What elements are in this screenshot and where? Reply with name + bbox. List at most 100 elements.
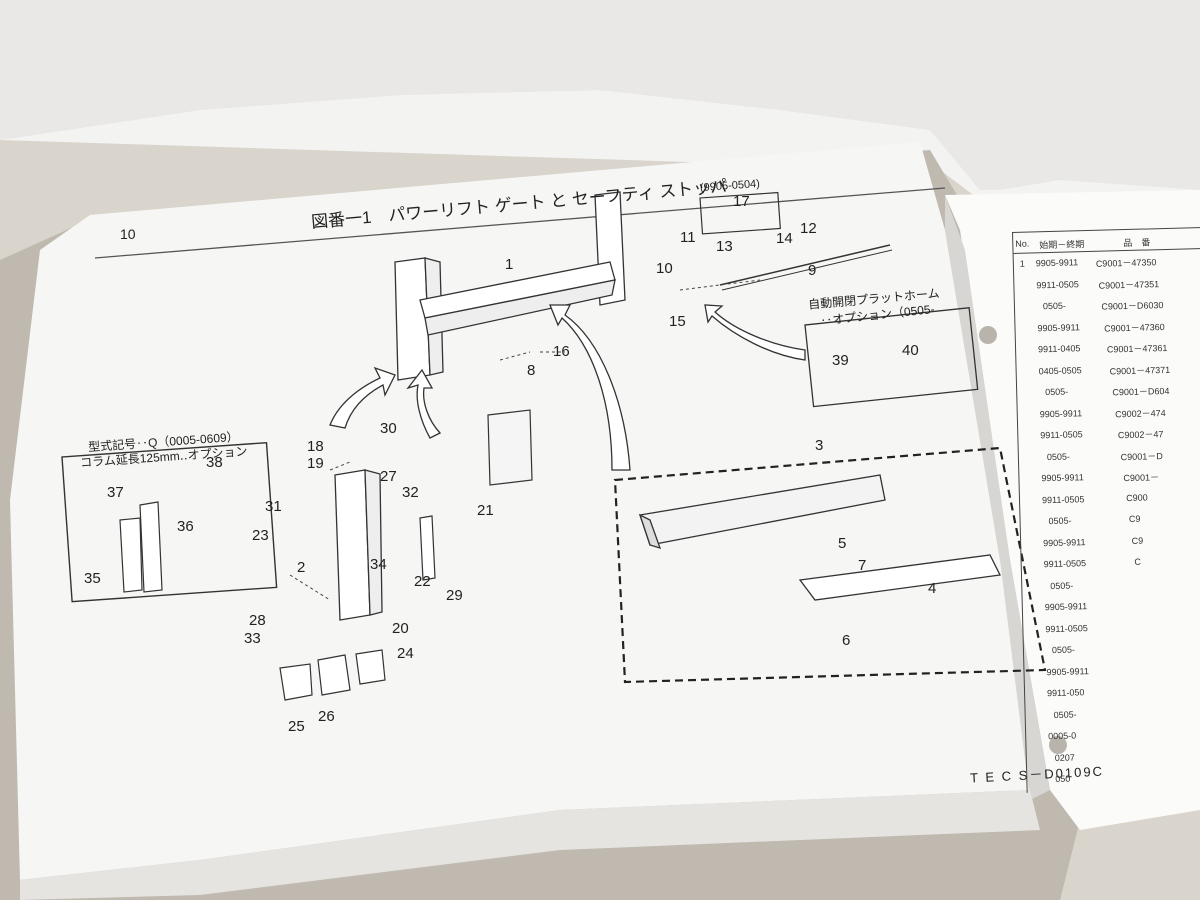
callout-16: 16 xyxy=(553,343,570,360)
page-number: 10 xyxy=(120,226,136,242)
callout-3: 3 xyxy=(815,437,824,454)
callout-23: 23 xyxy=(252,527,269,544)
table-row: 9911-0505 C xyxy=(1044,555,1200,577)
callout-24: 24 xyxy=(397,645,414,662)
row-part-number: C9001－47351 xyxy=(1098,278,1160,291)
row-period: 0505- xyxy=(1042,300,1067,312)
table-header-period: 始期－終期 xyxy=(1039,239,1085,251)
callout-40: 40 xyxy=(902,342,919,359)
row-period: 0505- xyxy=(1051,644,1076,656)
row-part-number: C9001－D6030 xyxy=(1101,300,1164,312)
table-row: 9905-9911 C9001－47350 xyxy=(1036,254,1200,276)
row-period: 0505- xyxy=(1048,515,1072,527)
callout-20: 20 xyxy=(392,620,409,637)
callout-9: 9 xyxy=(808,262,817,279)
table-row: 0505- C9 xyxy=(1042,512,1200,534)
row-period: 9905-9911 xyxy=(1044,601,1088,613)
table-header-no: No. xyxy=(1015,238,1030,249)
row-period: 9905-9911 xyxy=(1046,665,1090,677)
right-page xyxy=(945,190,1200,830)
row-period: 9911-0505 xyxy=(1036,278,1079,290)
callout-22: 22 xyxy=(414,573,431,590)
callout-26: 26 xyxy=(318,708,335,725)
row-part-number: C900 xyxy=(1126,492,1148,503)
callout-25: 25 xyxy=(288,718,305,735)
row-period: 9905-9911 xyxy=(1043,536,1086,548)
callout-14: 14 xyxy=(776,230,793,247)
row-part-number: C9001－47371 xyxy=(1109,364,1171,376)
row-part-number: C9001－47360 xyxy=(1104,321,1165,334)
row-part-number: C xyxy=(1134,556,1142,567)
callout-38: 38 xyxy=(206,454,223,471)
callout-2: 2 xyxy=(297,559,306,576)
callout-6: 6 xyxy=(842,632,851,649)
callout-5: 5 xyxy=(838,535,847,552)
callout-30: 30 xyxy=(380,420,397,437)
row-part-number: C9001－D xyxy=(1120,450,1163,462)
callout-7: 7 xyxy=(858,557,867,574)
row-part-number: C9001－47350 xyxy=(1095,257,1157,269)
table-row: 0505- C9001－D604 xyxy=(1039,383,1200,405)
callout-10: 10 xyxy=(656,260,673,277)
parts-table: No. 始期－終期 品 番 1 9905-9911 C9001－47350 9911… xyxy=(1012,227,1200,793)
table-row: 0207 xyxy=(1049,748,1200,770)
callout-35: 35 xyxy=(84,570,101,587)
table-row: 9905-9911 C9001－47360 xyxy=(1037,318,1200,340)
callout-21: 21 xyxy=(477,502,494,519)
callout-19: 19 xyxy=(307,455,324,472)
callout-4: 4 xyxy=(928,580,937,597)
table-row: 9911-050 xyxy=(1047,684,1200,706)
row-period: 9911-0505 xyxy=(1041,493,1085,505)
row-period: 9911-050 xyxy=(1046,687,1085,699)
table-row: 9905-9911 xyxy=(1046,662,1200,684)
callout-11: 11 xyxy=(680,229,696,246)
row-part-number: C9001－D604 xyxy=(1112,385,1170,398)
row-period: 0505- xyxy=(1046,451,1071,462)
callout-28: 28 xyxy=(249,612,266,629)
table-row: 9911-0505 C9001－47351 xyxy=(1036,275,1200,297)
table-row: 050 xyxy=(1049,770,1200,792)
row-period: 9905-9911 xyxy=(1037,321,1081,333)
table-row: 9911-0505 xyxy=(1045,619,1200,641)
table-row: 0405-0505 C9001－47371 xyxy=(1039,361,1200,383)
table-row: 0505- C9001－D6030 xyxy=(1037,297,1200,319)
table-row: 0505- xyxy=(1046,641,1200,663)
row-period: 0505- xyxy=(1045,386,1069,398)
callout-1: 1 xyxy=(505,256,514,273)
row-period: 9911-0505 xyxy=(1043,558,1087,570)
callout-13: 13 xyxy=(716,238,733,255)
table-row: 0005-0 xyxy=(1048,727,1200,749)
table-first-no: 1 xyxy=(1019,258,1025,269)
callout-36: 36 xyxy=(177,518,194,535)
row-period: 0505- xyxy=(1050,580,1074,591)
row-part-number: C9 xyxy=(1131,535,1144,546)
row-period: 0505- xyxy=(1053,708,1077,720)
callout-31: 31 xyxy=(265,498,282,515)
table-row: 9911-0405 C9001－47361 xyxy=(1038,340,1200,362)
table-row: 9905-9911 xyxy=(1045,598,1200,620)
callout-15: 15 xyxy=(669,313,686,330)
table-header-part: 品 番 xyxy=(1123,237,1151,249)
row-part-number: C9001－47361 xyxy=(1106,342,1168,355)
row-period: 050 xyxy=(1055,773,1071,785)
row-period: 9905-9911 xyxy=(1035,257,1079,269)
row-part-number: C9001－ xyxy=(1123,472,1160,484)
callout-33: 33 xyxy=(244,630,261,647)
table-row: 0505- C9001－D xyxy=(1041,447,1200,469)
row-period: 9911-0405 xyxy=(1037,343,1081,355)
row-period: 9911-0505 xyxy=(1045,622,1088,634)
callout-12: 12 xyxy=(800,220,817,237)
callout-29: 29 xyxy=(446,587,463,604)
row-part-number: C9002－474 xyxy=(1115,407,1166,419)
left-page xyxy=(10,142,1040,880)
table-row: 9911-0505 C900 xyxy=(1042,490,1200,512)
callout-37: 37 xyxy=(107,484,124,501)
row-period: 0405-0505 xyxy=(1038,364,1082,376)
row-period: 0207 xyxy=(1054,752,1075,763)
row-period: 9911-0505 xyxy=(1040,429,1083,441)
background-paper xyxy=(0,0,1200,200)
row-part-number: C9 xyxy=(1128,513,1141,525)
